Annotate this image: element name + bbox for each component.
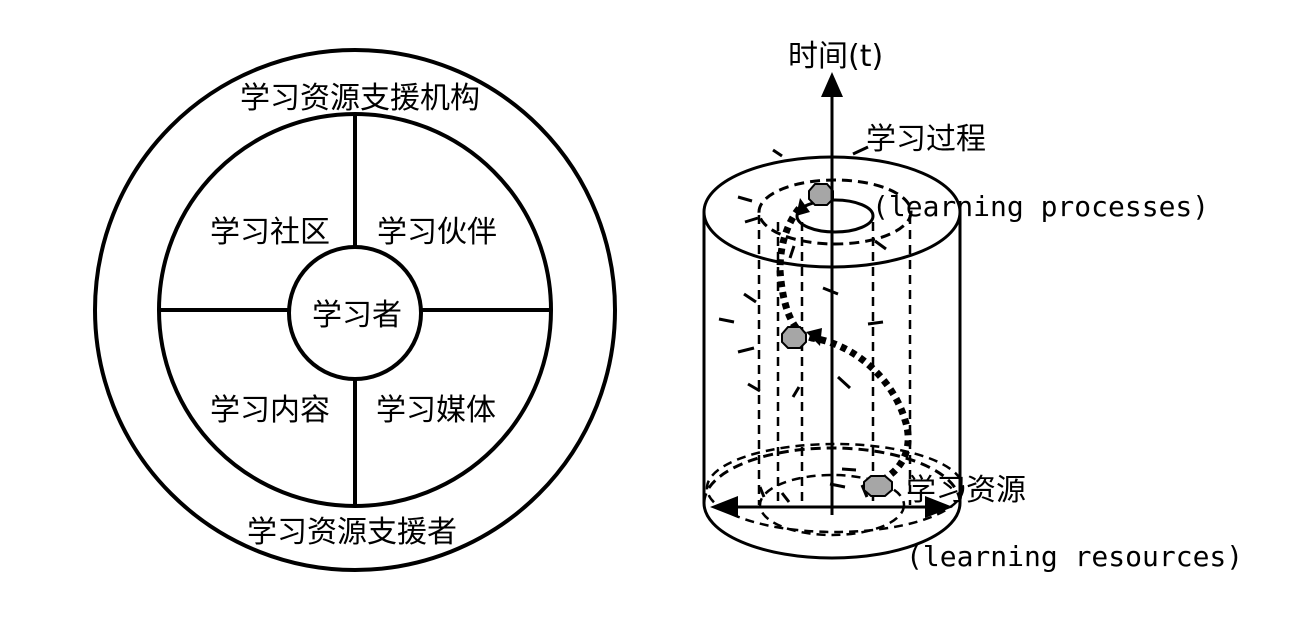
midpoint-node <box>781 326 807 349</box>
learning-resource-label: 学习资源 <box>906 473 1026 508</box>
learning-process-en-label: (learning processes) <box>872 190 1209 223</box>
cylinder-bottom-front <box>702 502 962 560</box>
resource-ring-outer <box>705 442 965 534</box>
learner-label: 学习者 <box>312 298 402 333</box>
path-arrow-head-mid <box>806 328 822 346</box>
process-ring-inner <box>795 198 875 234</box>
resource-axis-left-arrow-icon <box>710 496 738 518</box>
learning-resource-en-label: (learning resources) <box>906 540 1243 573</box>
support-person-label: 学习资源支援者 <box>247 515 457 550</box>
support-institution-label: 学习资源支援机构 <box>240 81 480 116</box>
inner-ring <box>157 112 553 508</box>
process-node <box>808 183 834 206</box>
time-axis-label: 时间(t) <box>788 39 883 74</box>
learning-process-label: 学习过程 <box>866 122 986 157</box>
outer-ring <box>93 48 617 572</box>
resource-axis-right-arrow-icon <box>925 496 953 518</box>
quadrant-partner-label: 学习伙伴 <box>377 215 497 250</box>
resource-node <box>863 475 893 497</box>
quadrant-media-label: 学习媒体 <box>376 393 496 428</box>
time-axis-arrow-icon <box>821 72 843 97</box>
learning-process-cylinder-diagram: 时间(t) 学习过程 (learning processes) 学习资源 (le… <box>702 39 1243 573</box>
process-ring-outer <box>757 178 913 246</box>
learning-path <box>776 202 912 489</box>
radial-ticks <box>718 145 887 503</box>
learning-environment-diagram: 学习资源支援机构 学习资源支援者 学习社区 学习伙伴 学习内容 学习媒体 学习者 <box>93 48 617 572</box>
quadrant-content-label: 学习内容 <box>210 393 330 428</box>
path-arrow-head-top <box>796 198 810 216</box>
quadrant-community-label: 学习社区 <box>210 215 330 250</box>
resource-ring-inner <box>758 473 906 537</box>
